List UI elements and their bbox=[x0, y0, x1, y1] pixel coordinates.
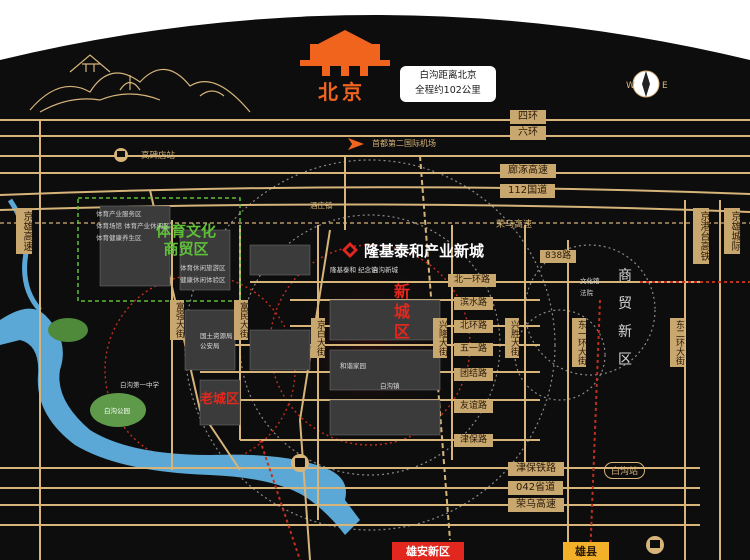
trade-zone-char3: 新 bbox=[618, 324, 632, 340]
trade-zone-char4: 区 bbox=[618, 352, 632, 368]
sports-subzone-item: 健康休闲体验区 bbox=[180, 276, 226, 284]
road-label-rongwu-south: 荣乌高速 bbox=[508, 498, 564, 512]
airport-label: 首都第二国际机场 bbox=[372, 139, 436, 148]
river bbox=[0, 308, 360, 535]
new-city-char3: 区 bbox=[394, 322, 411, 341]
road-label-wuyi: 五一路 bbox=[454, 343, 494, 356]
road-label-jingbai: 京白大街 bbox=[311, 318, 325, 358]
road-label-rongwu: 荣乌高速 bbox=[496, 220, 533, 230]
road-label-jinggangao: 京港台高铁 bbox=[693, 208, 709, 264]
longji-logo-icon bbox=[342, 242, 358, 258]
building-blocks bbox=[99, 205, 441, 436]
tiananmen-gate-icon bbox=[300, 30, 390, 76]
landmark-baigou-town: 白沟镇 bbox=[380, 382, 400, 390]
sports-subzone-item: 体育产业服务区 bbox=[96, 210, 142, 218]
landmark-police: 公安局 bbox=[200, 342, 220, 350]
compass-east: E bbox=[662, 81, 668, 91]
trade-zone-label: 商 贸 新 区 bbox=[618, 262, 632, 374]
landmark-harmony-home: 和谐家园 bbox=[340, 362, 366, 370]
road-label-north-ring1: 北一环路 bbox=[448, 274, 497, 287]
landmark-baigou-school: 白沟第一中学 bbox=[120, 381, 159, 389]
road-label-ring4: 四环 bbox=[510, 110, 546, 124]
xiongxian-label: 雄县 bbox=[563, 542, 609, 560]
baigou-station-label: 白沟站 bbox=[604, 462, 646, 479]
road-label-xinglong: 兴隆大街 bbox=[433, 318, 447, 358]
new-city-label: 新 城 区 bbox=[394, 282, 410, 342]
bus-icon bbox=[291, 454, 309, 472]
landmark-longji-museum: 隆基泰和 纪念馆 bbox=[330, 266, 378, 274]
gaobeidian-label: 高碑店站 bbox=[141, 151, 176, 161]
sports-subzone-list: 体育产业服务区 体育场馆 体育产业休闲区 体育健康养生区 bbox=[96, 208, 176, 244]
sports-subzone-item: 体育场馆 体育产业休闲区 bbox=[96, 222, 170, 230]
sports-zone-line1: 体育文化 bbox=[156, 222, 217, 240]
road-label-fumin: 富民大街 bbox=[234, 300, 248, 340]
distance-line1: 白沟距离北京 bbox=[419, 70, 477, 81]
road-label-838: 838路 bbox=[540, 250, 577, 263]
road-label-jinbao-rail: 津保铁路 bbox=[508, 462, 564, 476]
project-name: 隆基泰和产业新城 bbox=[364, 242, 485, 260]
landmark-baigou-newcity: 白沟新城 bbox=[372, 266, 398, 274]
new-city-char2: 城 bbox=[394, 302, 411, 321]
mountain-illustration bbox=[29, 54, 251, 113]
train-icon bbox=[646, 536, 664, 554]
xiongan-label: 雄安新区 bbox=[392, 542, 464, 560]
compass-icon: W E bbox=[626, 70, 668, 98]
sports-zone-line2: 商贸区 bbox=[163, 240, 209, 258]
beijing-label: 北京 bbox=[318, 80, 366, 104]
sports-subzone-item: 体育健康养生区 bbox=[96, 234, 142, 242]
airplane-icon bbox=[348, 138, 364, 150]
distance-callout: 白沟距离北京 全程约102公里 bbox=[400, 66, 496, 102]
road-label-binshui: 滨水路 bbox=[454, 297, 494, 310]
park-north bbox=[48, 318, 88, 342]
road-label-dongyihuan: 东一环大街 bbox=[572, 318, 586, 367]
old-city-label: 老城区 bbox=[200, 392, 240, 407]
road-label-112: 112国道 bbox=[500, 184, 556, 198]
road-label-ring6: 六环 bbox=[510, 126, 546, 140]
road-label-donger: 东二环大街 bbox=[670, 318, 684, 367]
park-baigou bbox=[90, 393, 146, 427]
road-label-tuanjie: 团结路 bbox=[454, 368, 494, 381]
distance-line2: 全程约102公里 bbox=[415, 85, 481, 96]
road-label-youyi: 友谊路 bbox=[454, 400, 494, 413]
road-label-langzhuo: 廊涿高速 bbox=[500, 164, 556, 178]
road-label-xingsheng: 兴胜大街 bbox=[505, 318, 519, 358]
road-label-jingxiong: 京雄高速 bbox=[16, 208, 32, 254]
road-label-beihuan: 北环路 bbox=[454, 320, 494, 333]
road-label-jingxiongcheng: 京雄城际 bbox=[724, 208, 740, 254]
landmark-baigou-park: 白沟公园 bbox=[104, 407, 130, 415]
train-icon bbox=[114, 148, 128, 162]
road-label-fuqiang: 富强大街 bbox=[170, 300, 184, 340]
trade-zone-char2: 贸 bbox=[618, 296, 632, 312]
sports-subzone-item: 体育休闲旅游区 bbox=[180, 264, 226, 272]
landmark-culture-hall: 文化馆 bbox=[580, 277, 600, 285]
sports-zone-title: 体育文化 商贸区 bbox=[156, 222, 216, 258]
road-label-jinbao: 津保路 bbox=[454, 434, 494, 447]
new-city-char1: 新 bbox=[394, 282, 411, 301]
compass-west: W bbox=[626, 81, 635, 91]
sports-subzone-list-2: 体育休闲旅游区 健康休闲体验区 bbox=[180, 262, 240, 286]
landmark-land-bureau: 国土资源局 bbox=[200, 332, 233, 340]
sports-zone-boundary bbox=[77, 197, 241, 302]
trade-zone-char1: 商 bbox=[618, 268, 632, 284]
jiuquan-label: 酒庄镇 bbox=[310, 201, 333, 210]
landmark-court: 法院 bbox=[580, 289, 593, 297]
road-label-042: 042省道 bbox=[508, 481, 564, 495]
